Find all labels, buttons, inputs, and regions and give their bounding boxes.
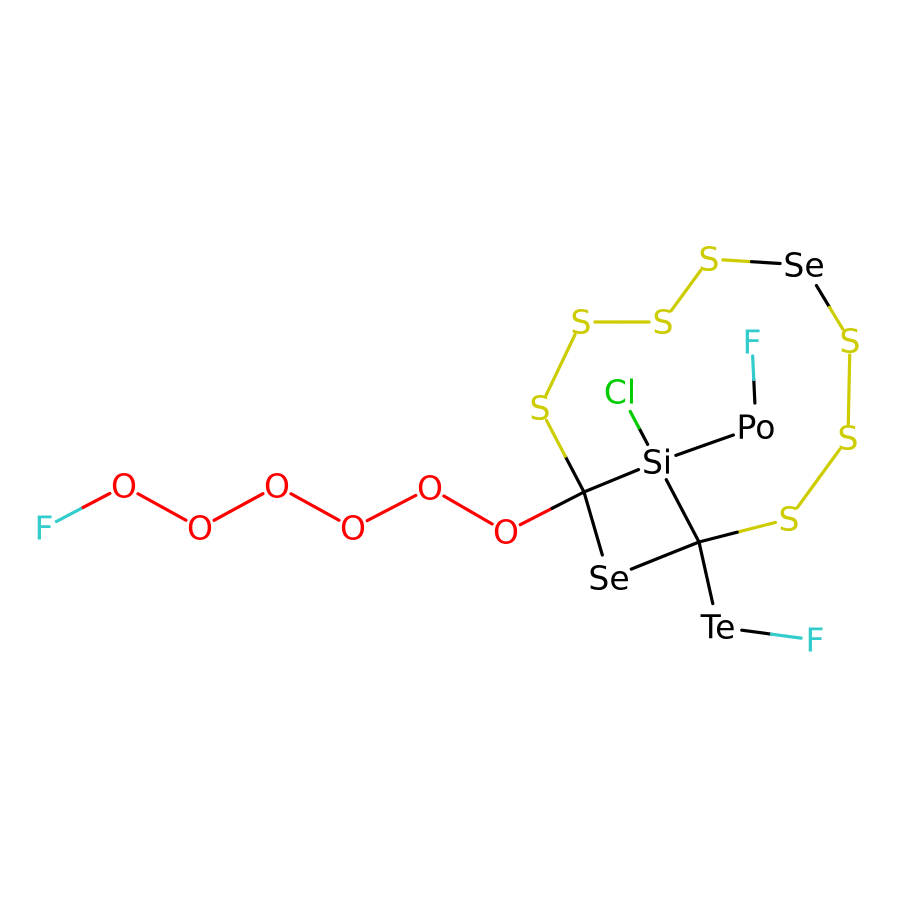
bond-half: [664, 478, 685, 513]
bond-po1-f2: [751, 354, 757, 405]
bond-half: [466, 508, 494, 526]
bond-half: [54, 505, 85, 524]
bond-o3-o4: [289, 492, 341, 522]
bond-half: [795, 476, 821, 510]
bond-si1-cl1: [628, 409, 650, 446]
bond-se2-s3: [814, 283, 845, 331]
atom-label-s6: S: [571, 303, 592, 342]
bond-half: [669, 288, 688, 313]
bond-half: [81, 491, 112, 510]
atom-label-se1: Se: [588, 559, 629, 598]
atom-label-s1: S: [779, 500, 800, 539]
bond-half: [563, 454, 586, 494]
atom-label-s3: S: [840, 322, 861, 361]
atom-label-f1: F: [35, 509, 54, 548]
bond-half: [816, 447, 842, 481]
bond-half: [735, 520, 778, 534]
atom-label-o2: O: [187, 509, 213, 548]
bond-half: [582, 490, 595, 526]
atom-label-o1: O: [111, 467, 137, 506]
bond-half: [740, 628, 774, 636]
bond-half: [558, 333, 577, 367]
atom-label-s7: S: [530, 389, 551, 428]
bond-half: [704, 571, 715, 606]
bond-half: [846, 387, 851, 426]
bond-c1-se1: [582, 490, 604, 557]
bond-si1-c1: [582, 468, 641, 494]
bond-half: [697, 540, 708, 575]
atom-label-o6: O: [493, 513, 519, 552]
bond-half: [681, 509, 701, 544]
bond-si1-po1: [674, 433, 735, 457]
atom-label-s4: S: [699, 240, 720, 279]
atom-label-o3: O: [264, 467, 290, 506]
bond-half: [591, 521, 604, 557]
atom-label-po1: Po: [737, 408, 776, 447]
bond-half: [752, 377, 757, 405]
bond-half: [389, 493, 418, 510]
atom-label-si1: Si: [642, 443, 672, 482]
bond-half: [637, 426, 650, 446]
bond-half: [697, 530, 739, 544]
bond-half: [518, 506, 554, 527]
bond-half: [629, 553, 667, 571]
bond-s3-s2: [846, 353, 852, 426]
bond-layer: [54, 258, 852, 640]
bond-half: [442, 494, 470, 512]
bond-half: [236, 492, 265, 509]
atom-label-s5: S: [653, 303, 674, 342]
bond-half: [847, 353, 852, 392]
bond-half: [212, 505, 241, 522]
bond-half: [550, 490, 586, 510]
bond-s2-s1: [795, 447, 842, 510]
bond-half: [289, 492, 317, 509]
bond-f1-o1: [54, 491, 112, 524]
bond-half: [544, 363, 563, 397]
bond-o2-o3: [212, 492, 265, 522]
bond-half: [814, 283, 832, 309]
bond-half: [160, 505, 188, 522]
atom-label-o5: O: [417, 469, 443, 508]
bond-o6-c1: [518, 490, 586, 527]
bond-s7-s6: [544, 333, 577, 397]
atom-label-te1: Te: [700, 608, 736, 647]
bond-half: [703, 433, 735, 447]
bond-c2-si1: [664, 478, 701, 544]
atom-label-cl1: Cl: [604, 373, 636, 412]
bond-half: [827, 305, 845, 331]
bond-half: [751, 354, 756, 382]
atom-label-s2: S: [838, 419, 859, 458]
atom-label-o4: O: [340, 509, 366, 548]
bond-c2-te1: [697, 540, 715, 606]
bond-s1-c2: [697, 520, 778, 544]
bond-s4-se2: [721, 258, 782, 266]
bond-half: [684, 268, 703, 293]
atom-label-f3: F: [806, 621, 825, 660]
bond-half: [582, 479, 613, 494]
bond-half: [136, 492, 164, 509]
bond-half: [609, 468, 641, 483]
bond-o1-o2: [136, 492, 188, 522]
atom-label-se2: Se: [783, 246, 824, 285]
bond-s5-s4: [669, 268, 703, 313]
bond-half: [663, 540, 701, 558]
bond-half: [749, 260, 782, 266]
bond-se1-c2: [629, 540, 701, 571]
bond-te1-f3: [740, 628, 803, 640]
bond-half: [674, 443, 707, 457]
bond-c1-s7: [544, 418, 586, 494]
bond-half: [721, 258, 754, 264]
atom-label-f2: F: [743, 323, 762, 362]
bond-o5-o6: [442, 494, 494, 526]
bond-half: [628, 409, 641, 430]
bond-half: [313, 505, 341, 522]
bond-half: [769, 632, 803, 640]
bond-half: [365, 506, 394, 523]
bond-half: [544, 418, 567, 458]
bond-o4-o5: [365, 493, 418, 523]
